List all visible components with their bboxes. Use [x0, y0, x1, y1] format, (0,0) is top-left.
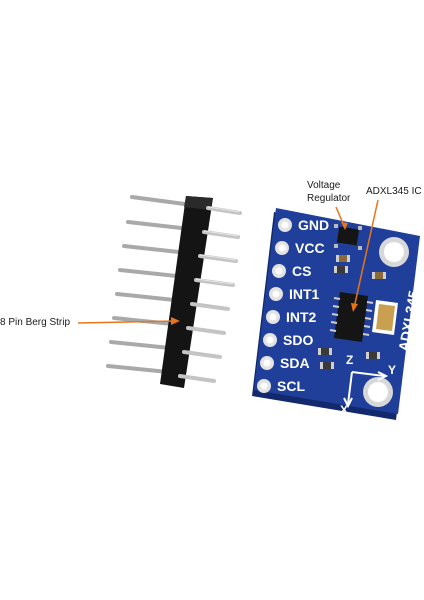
pin-label-sdo: SDO [283, 332, 313, 348]
axis-label-y: Y [388, 363, 396, 377]
adxl345-breakout-board: GND VCC CS INT1 INT2 SDO SDA SCL [252, 208, 422, 420]
callout-arrows [77, 199, 379, 325]
mounting-hole-bottom [363, 377, 393, 407]
pin-label-int1: INT1 [289, 286, 320, 302]
adxl345-ic [329, 292, 374, 342]
pin-label-cs: CS [292, 263, 311, 279]
voltage-regulator-chip [334, 224, 362, 250]
mounting-hole-top [379, 237, 409, 267]
callout-adxl345-ic: ADXL345 IC [366, 186, 422, 197]
axis-indicator [343, 371, 389, 409]
tantalum-capacitor [372, 300, 398, 335]
axis-label-x: X [340, 403, 348, 417]
smd-components [318, 255, 386, 369]
pin-label-vcc: VCC [295, 240, 325, 256]
pin-label-int2: INT2 [286, 309, 317, 325]
pin-label-gnd: GND [298, 217, 329, 233]
callout-voltage-regulator-line1: Voltage [307, 180, 341, 191]
header-plastic-body [160, 196, 213, 388]
berg-strip-header [106, 195, 242, 388]
berg-strip-arrow [77, 320, 177, 324]
pcb-face [254, 208, 420, 414]
callout-voltage-regulator-line2: Regulator [307, 193, 351, 204]
axis-label-z: Z [346, 353, 353, 367]
callout-berg-strip: 8 Pin Berg Strip [0, 317, 71, 328]
pin-label-sda: SDA [280, 355, 310, 371]
adxl-ic-arrow [353, 199, 379, 309]
pin-label-scl: SCL [277, 378, 305, 394]
header-pins-right [178, 206, 242, 383]
pin-pads [257, 218, 292, 393]
